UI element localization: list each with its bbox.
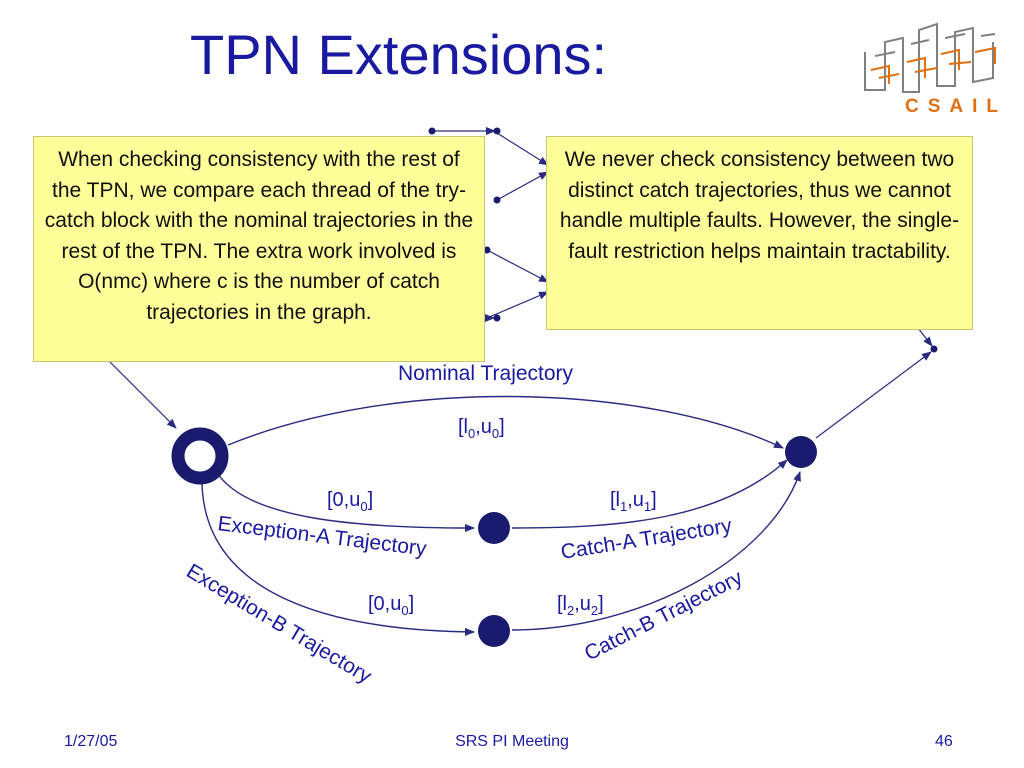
footer-page-number: 46 [935, 733, 953, 750]
nominal-trajectory-edge [227, 395, 784, 449]
exception-b-edge [201, 483, 475, 636]
outgoing-arrow [815, 351, 932, 439]
footer-date: 1/27/05 [64, 733, 118, 750]
background-tpn-dots [428, 127, 938, 353]
slide-title: TPN Extensions: [190, 23, 608, 86]
start-node [171, 427, 229, 485]
catch-a-bound-label: [l1,u1] [610, 489, 657, 514]
catch-a-trajectory-label: Catch-A Trajectory [559, 514, 734, 564]
left-note-box: When checking consistency with the rest … [33, 136, 485, 362]
incoming-arrow [109, 361, 177, 429]
catch-a-node [478, 512, 510, 544]
footer-title: SRS PI Meeting [455, 733, 569, 750]
nominal-bound-label: [l0,u0] [458, 416, 505, 441]
exception-a-bound-label: [0,u0] [327, 489, 373, 514]
csail-logo-text: CSAIL [905, 96, 1007, 117]
exception-b-bound-label: [0,u0] [368, 593, 414, 618]
catch-b-node [478, 615, 510, 647]
background-tpn-fragments [433, 127, 933, 347]
nominal-trajectory-label: Nominal Trajectory [398, 362, 574, 385]
exception-b-trajectory-label: Exception-B Trajectory [182, 560, 375, 689]
end-node [785, 436, 817, 468]
right-note-box: We never check consistency between two d… [546, 136, 973, 330]
catch-b-edge [511, 471, 801, 631]
exception-a-edge [217, 473, 475, 532]
catch-b-trajectory-label: Catch-B Trajectory [581, 566, 747, 666]
catch-b-bound-label: [l2,u2] [557, 593, 604, 618]
csail-logo [864, 22, 996, 93]
catch-a-edge [511, 459, 788, 529]
